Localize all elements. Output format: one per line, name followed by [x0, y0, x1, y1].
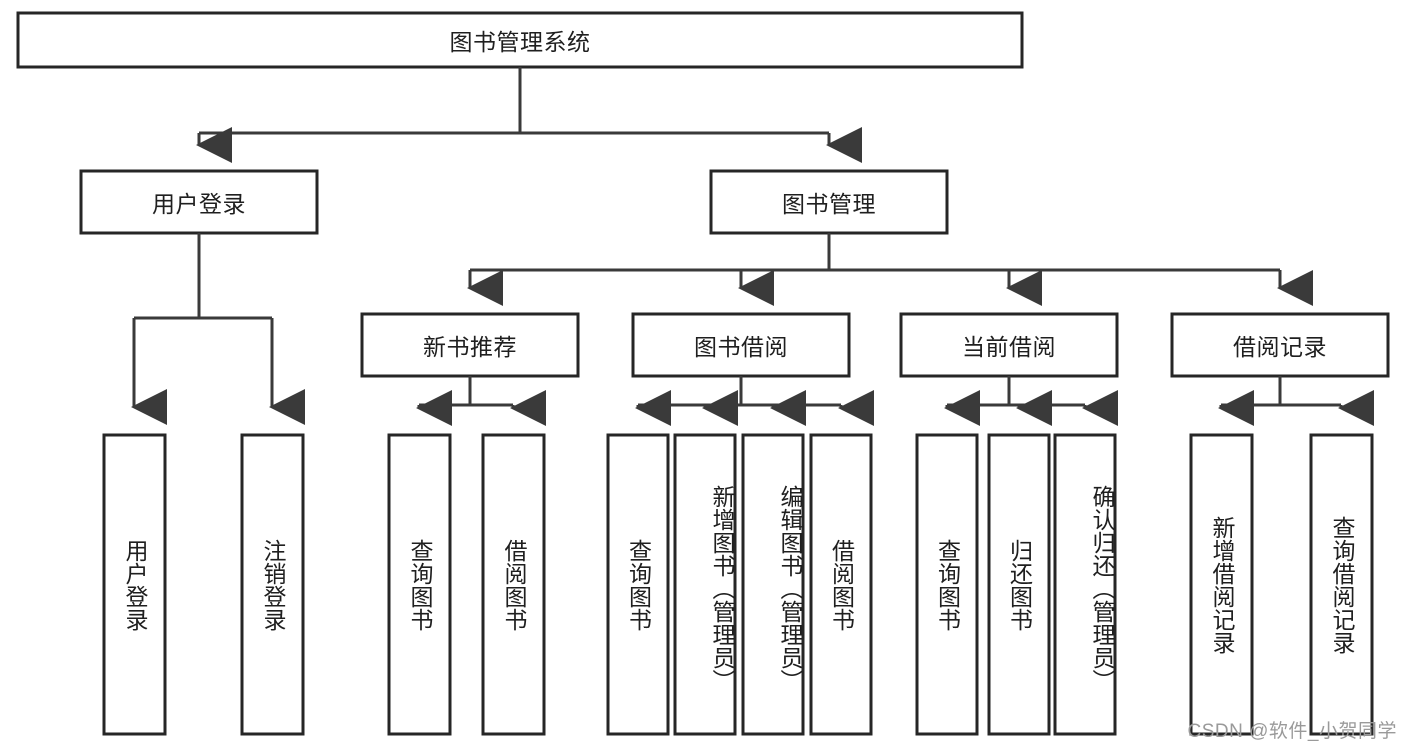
node-box-book-borrow[interactable] — [631, 312, 851, 378]
node-box-leaf-book-borrow-1[interactable] — [673, 433, 737, 736]
node-box-root[interactable] — [16, 11, 1024, 69]
csdn-watermark: CSDN @软件_小贺同学 — [1187, 721, 1397, 742]
node-box-leaf-book-borrow-2[interactable] — [741, 433, 805, 736]
node-box-leaf-borrow-record-1[interactable] — [1309, 433, 1374, 736]
node-box-leaf-borrow-record-0[interactable] — [1189, 433, 1254, 736]
node-box-leaf-current-borrow-0[interactable] — [915, 433, 979, 736]
node-box-leaf-user-login-0[interactable] — [102, 433, 167, 736]
node-box-borrow-record[interactable] — [1170, 312, 1390, 378]
node-box-book-management[interactable] — [709, 169, 949, 235]
node-box-current-borrow[interactable] — [899, 312, 1119, 378]
node-box-leaf-book-borrow-0[interactable] — [606, 433, 670, 736]
node-box-leaf-new-book-0[interactable] — [387, 433, 452, 736]
node-box-leaf-book-borrow-3[interactable] — [809, 433, 873, 736]
node-box-leaf-current-borrow-1[interactable] — [987, 433, 1051, 736]
node-box-leaf-current-borrow-2[interactable] — [1053, 433, 1117, 736]
node-box-leaf-new-book-1[interactable] — [481, 433, 546, 736]
node-box-user-login[interactable] — [79, 169, 319, 235]
node-box-new-book-recommend[interactable] — [360, 312, 580, 378]
node-box-leaf-user-login-1[interactable] — [240, 433, 305, 736]
